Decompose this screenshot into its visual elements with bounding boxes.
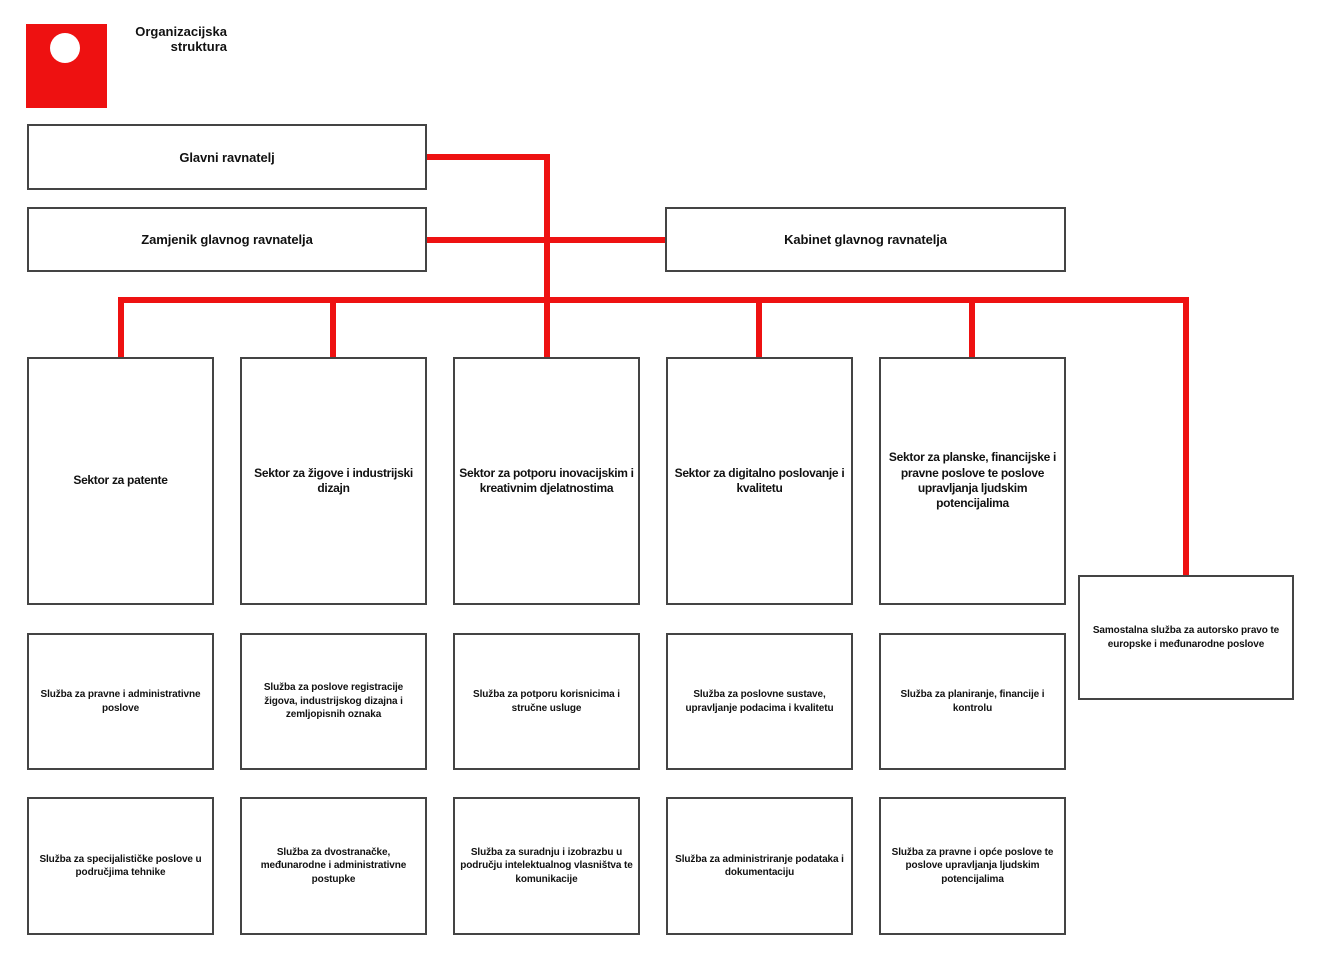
connector-drop-sector-4 xyxy=(756,297,762,357)
node-sluzba-administriranje: Služba za administriranje podataka i dok… xyxy=(666,797,853,935)
node-samostalna-sluzba: Samostalna služba za autorsko pravo te e… xyxy=(1078,575,1294,700)
node-sektor-patente: Sektor za patente xyxy=(27,357,214,605)
connector-trunk xyxy=(118,297,1189,303)
node-label: Sektor za digitalno poslovanje i kvalite… xyxy=(674,465,845,495)
red-square-logo xyxy=(26,24,107,108)
node-sluzba-specijalisticke: Služba za specijalističke poslove u podr… xyxy=(27,797,214,935)
node-label: Kabinet glavnog ravnatelja xyxy=(784,232,947,247)
connector-drop-sector-2 xyxy=(330,297,336,357)
node-label: Sektor za patente xyxy=(73,473,168,488)
node-zamjenik: Zamjenik glavnog ravnatelja xyxy=(27,207,427,272)
node-sluzba-pravne-opce: Služba za pravne i opće poslove te poslo… xyxy=(879,797,1066,935)
chart-title: Organizacijska struktura xyxy=(135,24,227,54)
node-label: Služba za administriranje podataka i dok… xyxy=(675,853,844,879)
node-label: Služba za poslove registracije žigova, i… xyxy=(263,682,404,721)
node-label: Služba za potporu korisnicima i stručne … xyxy=(473,689,620,714)
node-label: Sektor za planske, financijske i pravne … xyxy=(888,450,1057,511)
node-label: Služba za planiranje, financije i kontro… xyxy=(900,689,1045,714)
connector-root-vertical xyxy=(544,154,550,357)
node-label: Služba za suradnju i izobrazbu u područj… xyxy=(460,846,633,885)
node-sluzba-registracije-zigova: Služba za poslove registracije žigova, i… xyxy=(240,633,427,770)
node-label: Služba za specijalističke poslove u podr… xyxy=(39,853,202,879)
connector-drop-sector-1 xyxy=(118,297,124,357)
node-sektor-digitalno: Sektor za digitalno poslovanje i kvalite… xyxy=(666,357,853,605)
node-kabinet: Kabinet glavnog ravnatelja xyxy=(665,207,1066,272)
node-label: Samostalna služba za autorsko pravo te e… xyxy=(1092,625,1280,650)
node-label: Glavni ravnatelj xyxy=(179,149,275,165)
node-sektor-planske: Sektor za planske, financijske i pravne … xyxy=(879,357,1066,605)
node-sluzba-poslovne-sustave: Služba za poslovne sustave, upravljanje … xyxy=(666,633,853,770)
node-sluzba-suradnju-izobrazbu: Služba za suradnju i izobrazbu u područj… xyxy=(453,797,640,935)
node-label: Služba za poslovne sustave, upravljanje … xyxy=(685,689,834,714)
node-label: Služba za pravne i opće poslove te poslo… xyxy=(891,846,1054,885)
node-label: Sektor za potporu inovacijskim i kreativ… xyxy=(459,465,634,495)
node-sektor-potporu: Sektor za potporu inovacijskim i kreativ… xyxy=(453,357,640,605)
connector-deputy-cabinet xyxy=(427,237,665,243)
node-sektor-zigove: Sektor za žigove i industrijski dizajn xyxy=(240,357,427,605)
node-label: Sektor za žigove i industrijski dizajn xyxy=(254,465,413,495)
node-label: Služba za pravne i administrativne poslo… xyxy=(40,689,201,714)
node-sluzba-planiranje-financije: Služba za planiranje, financije i kontro… xyxy=(879,633,1066,770)
node-sluzba-potporu-korisnicima: Služba za potporu korisnicima i stručne … xyxy=(453,633,640,770)
node-glavni-ravnatelj: Glavni ravnatelj xyxy=(27,124,427,190)
node-sluzba-dvostranacke: Služba za dvostranačke, međunarodne i ad… xyxy=(240,797,427,935)
connector-drop-sector-5 xyxy=(969,297,975,357)
node-sluzba-pravne-administrativne: Služba za pravne i administrativne poslo… xyxy=(27,633,214,770)
node-label: Služba za dvostranačke, međunarodne i ad… xyxy=(260,846,407,885)
node-label: Zamjenik glavnog ravnatelja xyxy=(141,232,313,247)
logo-circle-icon xyxy=(50,33,80,63)
connector-root-horizontal xyxy=(427,154,550,160)
connector-drop-standalone xyxy=(1183,297,1189,575)
